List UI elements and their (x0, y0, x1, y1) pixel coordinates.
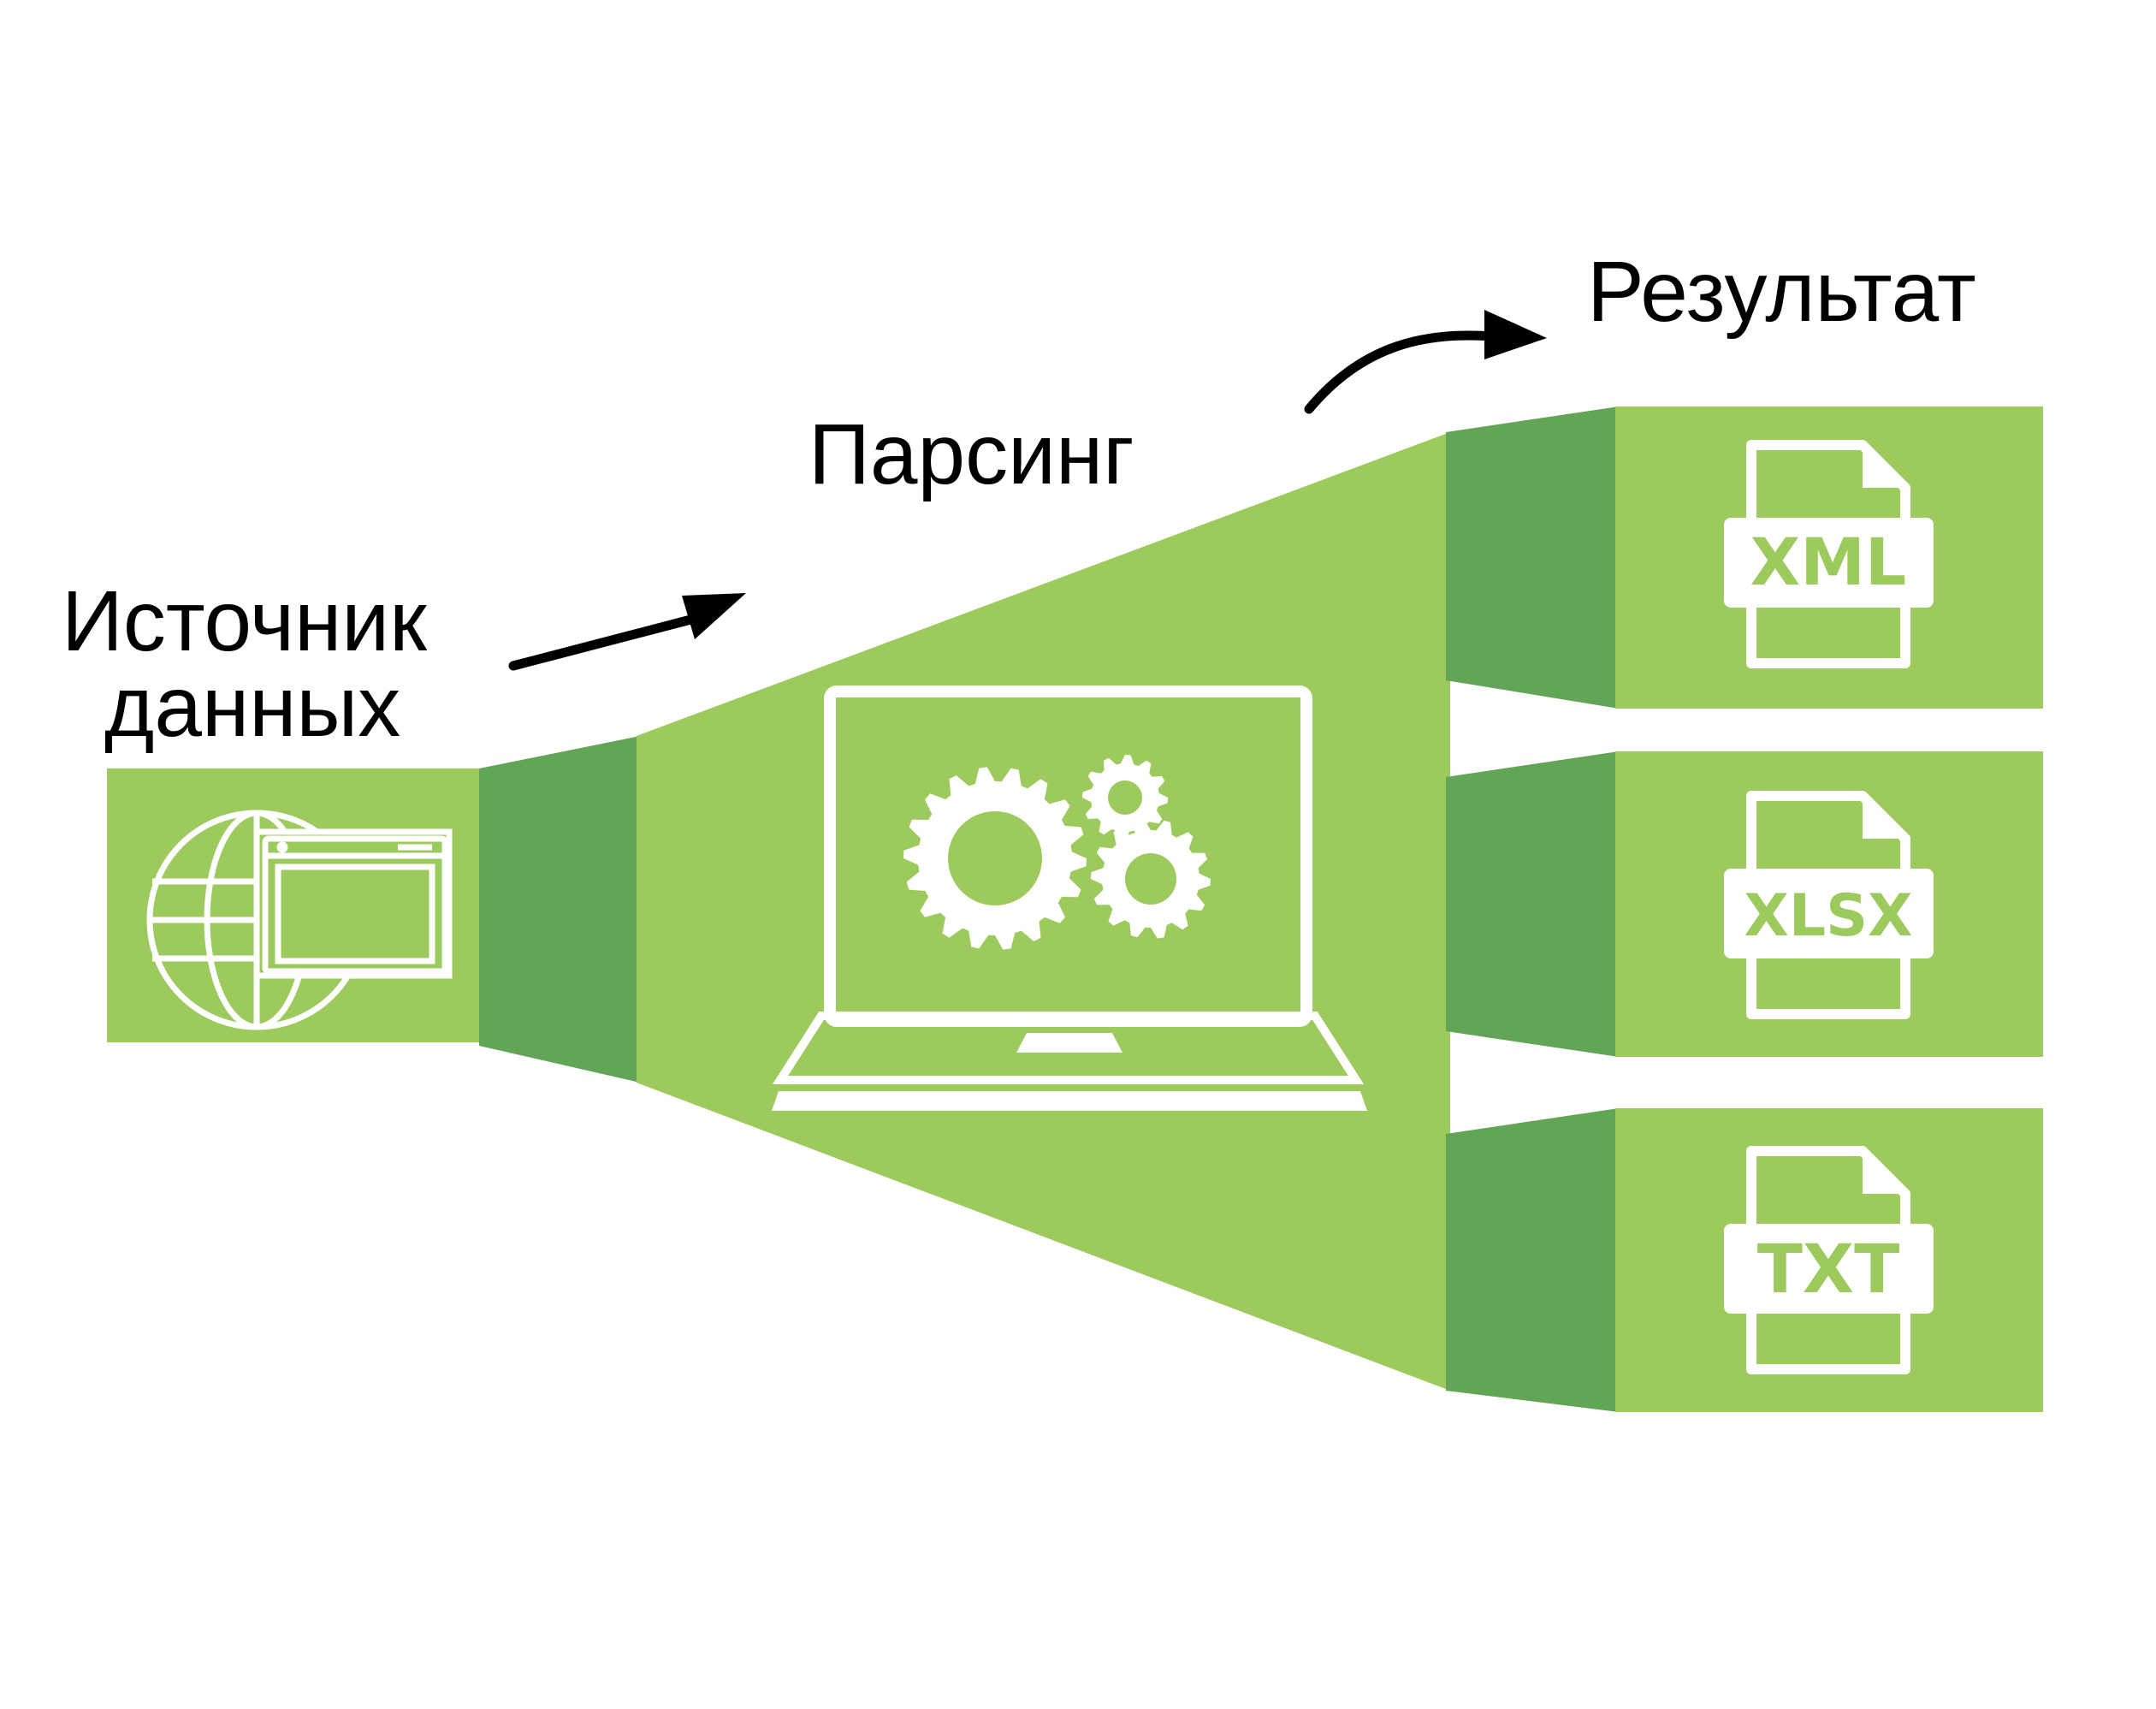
document-icon-xml: XML (1724, 440, 1934, 668)
laptop-gears-icon (772, 685, 1367, 1111)
source-label-line2: данных (104, 659, 400, 755)
result-label: Результат (1587, 244, 1976, 340)
source-label-line1: Источник (62, 573, 428, 669)
format-label-xml: XML (1750, 524, 1907, 600)
globe-browser-icon (146, 810, 453, 1030)
document-icon-txt: TXT (1724, 1146, 1934, 1374)
arrow-source-to-parsing (508, 593, 746, 671)
format-label-xlsx: XLSX (1744, 882, 1912, 950)
output-connector-xml (1446, 406, 1619, 709)
gear-medium-icon-hole (1125, 853, 1176, 905)
format-label-txt: TXT (1757, 1231, 1900, 1308)
arrow-parsing-to-result (1304, 310, 1547, 414)
document-icon-xlsx: XLSX (1724, 791, 1934, 1019)
gear-small-icon-hole (1108, 780, 1142, 815)
parsing-label: Парсинг (808, 406, 1134, 502)
output-connector-xlsx (1446, 751, 1619, 1057)
gear-large-icon-hole (948, 811, 1042, 905)
output-connector-txt (1446, 1108, 1619, 1412)
source-connector (479, 736, 640, 1083)
